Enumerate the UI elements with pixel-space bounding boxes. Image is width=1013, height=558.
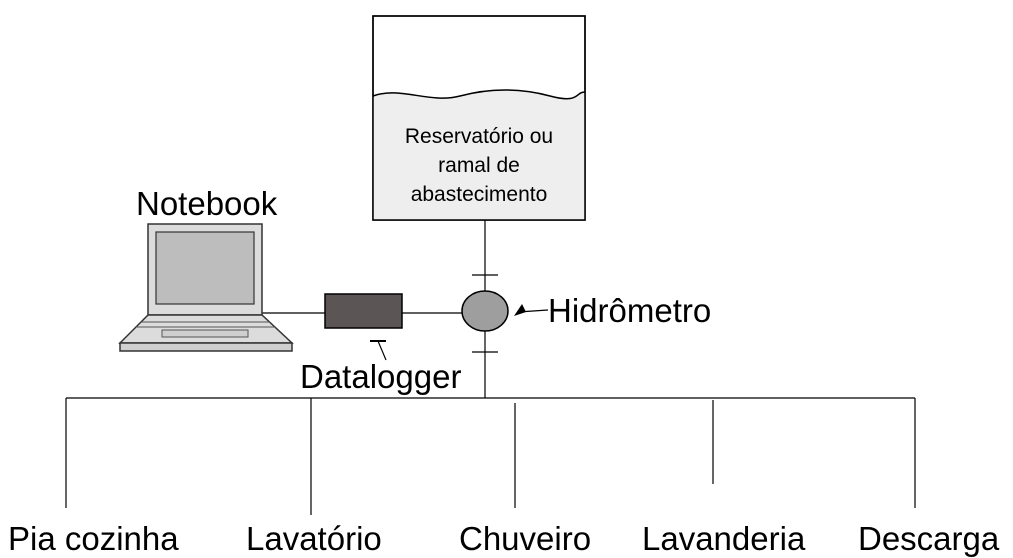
outlet-lavatorio: Lavatório — [246, 520, 382, 557]
hydrometer-label: Hidrômetro — [548, 292, 712, 329]
outlet-descarga: Descarga — [858, 520, 1000, 557]
water-surface — [373, 90, 585, 220]
notebook-icon — [118, 223, 294, 352]
reservoir-tank — [372, 15, 586, 221]
notebook-label: Notebook — [136, 185, 278, 222]
datalogger-label: Datalogger — [300, 358, 462, 395]
outlet-lavanderia: Lavanderia — [642, 520, 806, 557]
datalogger — [324, 293, 403, 329]
reservoir-line-2: ramal de — [438, 154, 520, 177]
outlet-chuveiro: Chuveiro — [459, 520, 592, 557]
reservoir-line-3: abastecimento — [410, 183, 548, 206]
outlet-pia-cozinha: Pia cozinha — [8, 520, 179, 557]
datalogger-pointer — [377, 340, 387, 361]
reservoir-label: Reservatório ou ramal de abastecimento — [373, 122, 585, 209]
hydrometer — [461, 290, 509, 332]
reservoir-line-1: Reservatório ou — [404, 125, 554, 148]
